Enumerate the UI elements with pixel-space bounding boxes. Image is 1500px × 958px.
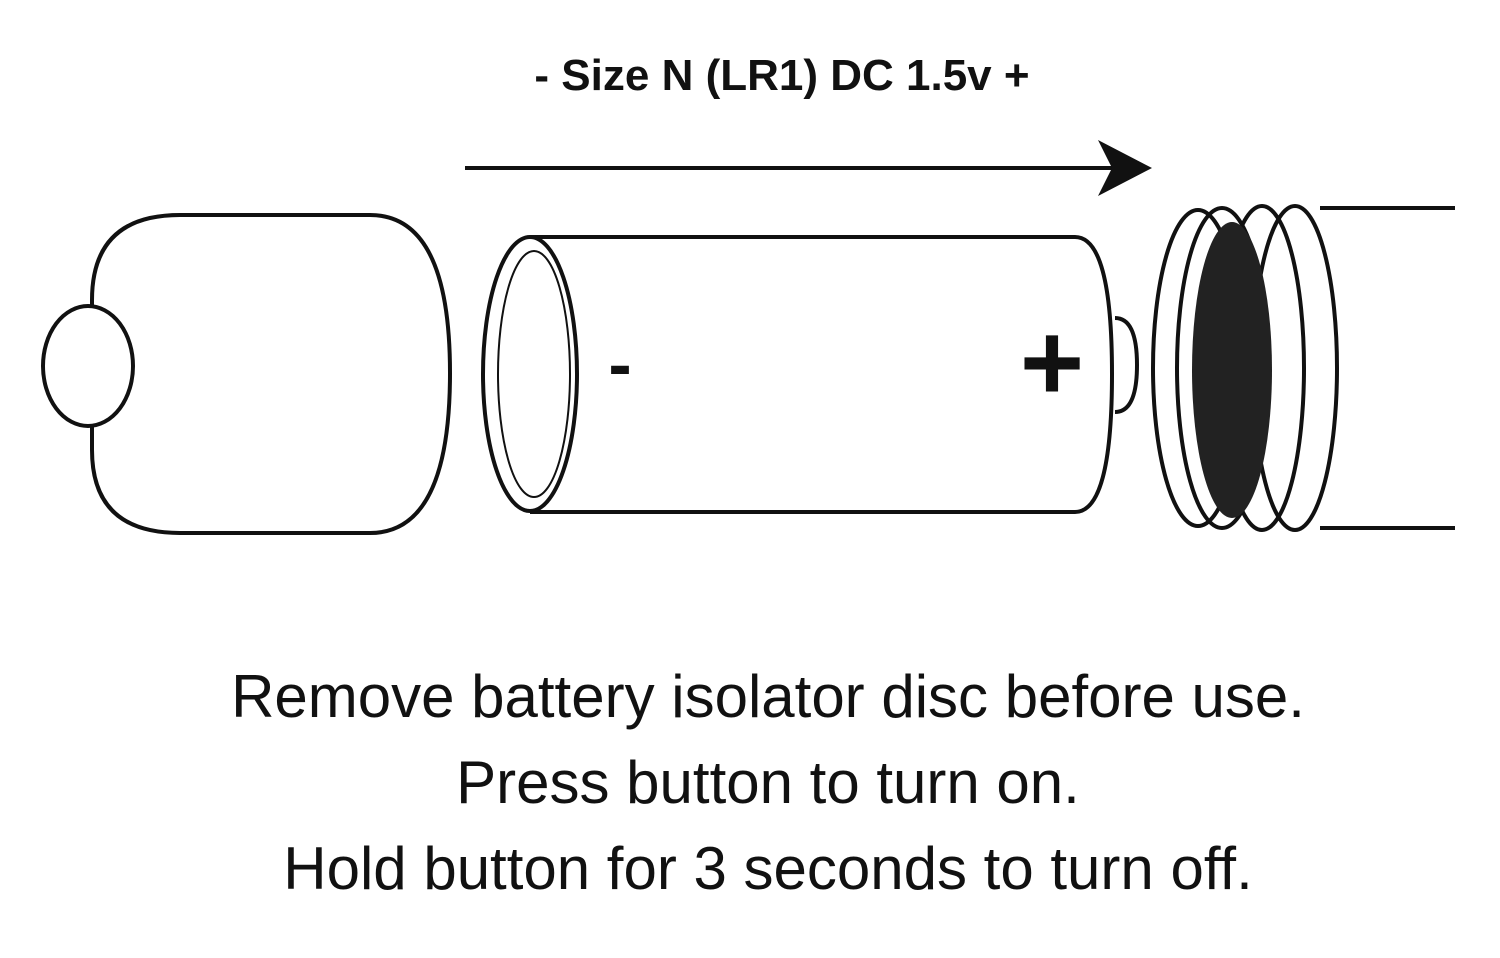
- end-cap: [41, 213, 453, 535]
- instruction-line-1: Remove battery isolator disc before use.: [231, 663, 1305, 730]
- device-body: [1151, 204, 1455, 532]
- minus-sign: -: [608, 325, 631, 403]
- button-nub: [41, 304, 135, 428]
- battery: - +: [481, 235, 1140, 514]
- instruction-line-2: Press button to turn on.: [456, 749, 1080, 816]
- plus-sign: +: [1020, 301, 1084, 424]
- insert-direction-arrow: [465, 140, 1152, 196]
- battery-spec-title: - Size N (LR1) DC 1.5v +: [534, 51, 1029, 100]
- battery-compartment-opening: [1192, 222, 1272, 518]
- positive-terminal: [1114, 316, 1140, 414]
- instruction-line-3: Hold button for 3 seconds to turn off.: [283, 835, 1253, 902]
